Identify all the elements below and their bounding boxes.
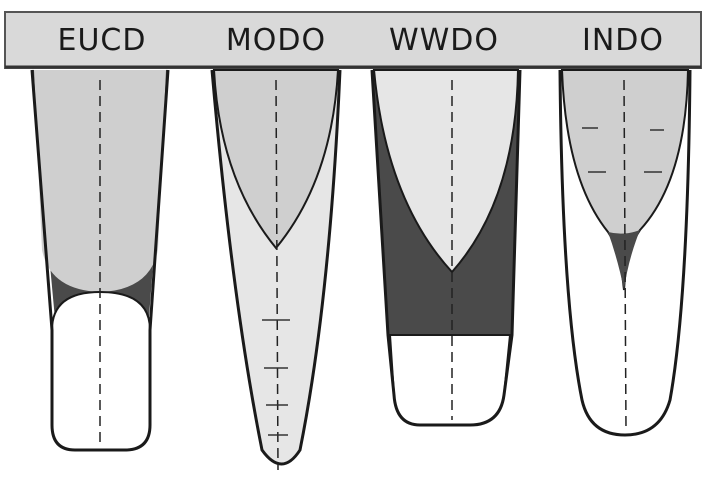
label-modo: MODO [226,23,326,58]
label-indo: INDO [582,23,664,58]
eucd-white-tip [52,292,150,450]
feather-indo [560,70,690,435]
label-eucd: EUCD [58,23,147,58]
label-wwdo: WWDO [389,23,499,58]
feather-eucd [32,70,168,450]
feather-wwdo [372,70,520,425]
wwdo-white-tip [390,335,510,425]
feather-modo [212,70,340,470]
